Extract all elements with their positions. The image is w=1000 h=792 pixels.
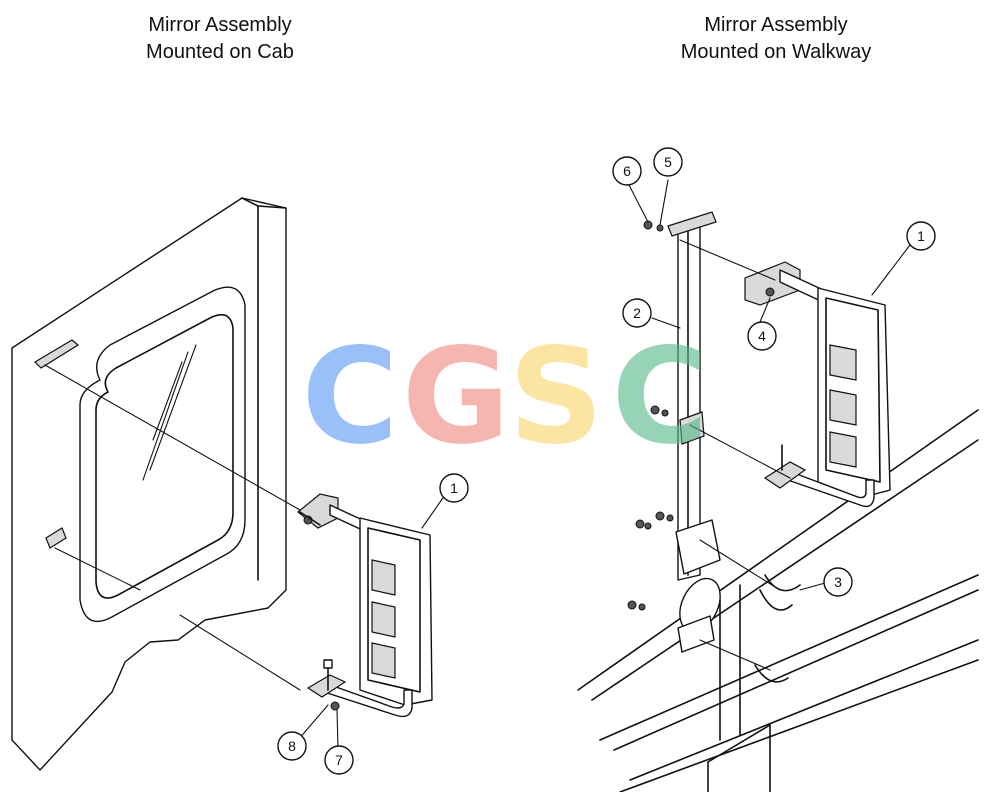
watermark-letter-3: S xyxy=(508,320,603,474)
callout-cab-1: 1 xyxy=(439,473,469,503)
svg-text:8: 8 xyxy=(288,738,296,754)
callout-walkway-3: 3 xyxy=(823,567,853,597)
callout-walkway-2: 2 xyxy=(622,298,652,328)
walkway-post xyxy=(667,211,721,653)
cab-mirror-assembly xyxy=(297,493,446,749)
callout-walkway-4: 4 xyxy=(747,321,777,351)
svg-text:1: 1 xyxy=(450,480,458,496)
svg-text:5: 5 xyxy=(664,154,672,170)
callout-walkway-5: 5 xyxy=(653,147,683,177)
svg-text:7: 7 xyxy=(335,752,343,768)
callout-walkway-6: 6 xyxy=(612,156,642,186)
watermark-letter-1: C xyxy=(302,320,399,474)
watermark-cgsc: C G S C xyxy=(302,320,709,474)
lower-wall-bracket xyxy=(45,527,67,549)
walkway-rail xyxy=(577,409,979,792)
watermark-letter-4: C xyxy=(612,320,709,474)
cab-wall xyxy=(11,197,301,771)
svg-text:1: 1 xyxy=(917,228,925,244)
svg-text:3: 3 xyxy=(834,574,842,590)
svg-text:4: 4 xyxy=(758,328,766,344)
watermark-letter-2: G xyxy=(402,320,510,474)
svg-text:2: 2 xyxy=(633,305,641,321)
title-cab: Mirror Assembly Mounted on Cab xyxy=(146,14,294,63)
walkway-mirror-assembly xyxy=(627,179,911,683)
callout-cab-7: 7 xyxy=(324,745,354,775)
callout-cab-8: 8 xyxy=(277,731,307,761)
callout-walkway-1: 1 xyxy=(906,221,936,251)
title-walkway: Mirror Assembly Mounted on Walkway xyxy=(680,14,872,63)
svg-text:6: 6 xyxy=(623,163,631,179)
upper-wall-bracket xyxy=(34,339,80,369)
